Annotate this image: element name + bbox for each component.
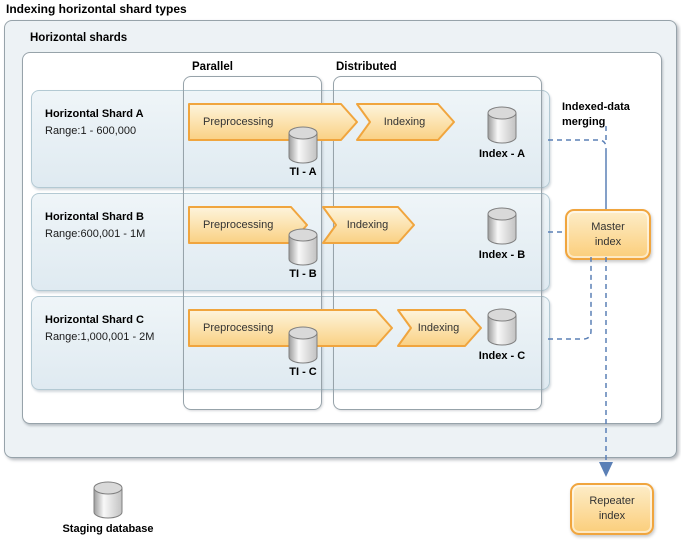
shard-c-preprocessing-label: Preprocessing [203, 322, 274, 334]
master-index-node: Master index [565, 209, 651, 260]
index-a-label: Index - A [478, 148, 526, 160]
shard-a-preprocessing-label: Preprocessing [203, 116, 274, 128]
ti-a-label: TI - A [289, 166, 317, 178]
shard-b-range: Range:600,001 - 1M [45, 228, 146, 240]
shard-b-preprocessing-arrow: Preprocessing [188, 206, 308, 244]
shard-a-text: Horizontal Shard A Range:1 - 600,000 [45, 108, 144, 137]
ti-c-database-icon [288, 326, 318, 364]
shard-a-preprocessing-arrow: Preprocessing [188, 103, 358, 141]
ti-b-label: TI - B [289, 268, 317, 280]
staging-database-label: Staging database [62, 523, 154, 535]
shard-a-indexing-arrow: Indexing [356, 103, 455, 141]
parallel-column-box [183, 76, 322, 410]
shard-a-range: Range:1 - 600,000 [45, 125, 137, 137]
shard-c-indexing-label: Indexing [417, 322, 460, 334]
shard-a-name: Horizontal Shard A [45, 108, 144, 120]
indexed-data-merging-note: Indexed-data merging [562, 101, 630, 129]
index-b-database-icon [487, 207, 517, 245]
horizontal-shards-label: Horizontal shards [30, 32, 128, 44]
shard-c-indexing-arrow: Indexing [397, 309, 482, 347]
shard-c-range: Range:1,000,001 - 2M [45, 331, 155, 343]
index-c-label: Index - C [478, 350, 526, 362]
ti-c-label: TI - C [289, 366, 317, 378]
index-c-database-icon [487, 308, 517, 346]
repeater-index-node: Repeater index [570, 483, 654, 535]
shard-b-name: Horizontal Shard B [45, 211, 145, 223]
index-a-database-icon [487, 106, 517, 144]
shard-b-text: Horizontal Shard B Range:600,001 - 1M [45, 211, 145, 240]
repeater-index-label: Repeater index [589, 495, 635, 522]
shard-a-indexing-label: Indexing [383, 116, 426, 128]
index-b-label: Index - B [478, 249, 526, 261]
master-index-label: Master index [591, 220, 625, 248]
shard-b-indexing-arrow: Indexing [322, 206, 415, 244]
ti-b-database-icon [288, 228, 318, 266]
column-label-parallel: Parallel [192, 61, 233, 73]
shard-c-text: Horizontal Shard C Range:1,000,001 - 2M [45, 314, 154, 343]
ti-a-database-icon [288, 126, 318, 164]
staging-database-icon [93, 481, 123, 519]
shard-b-indexing-label: Indexing [346, 219, 389, 231]
arrowhead-down-icon [599, 462, 613, 477]
column-label-distributed: Distributed [336, 61, 397, 73]
page-title: Indexing horizontal shard types [6, 2, 187, 16]
shard-c-name: Horizontal Shard C [45, 314, 145, 326]
shard-c-preprocessing-arrow: Preprocessing [188, 309, 393, 347]
shard-b-preprocessing-label: Preprocessing [203, 219, 274, 231]
